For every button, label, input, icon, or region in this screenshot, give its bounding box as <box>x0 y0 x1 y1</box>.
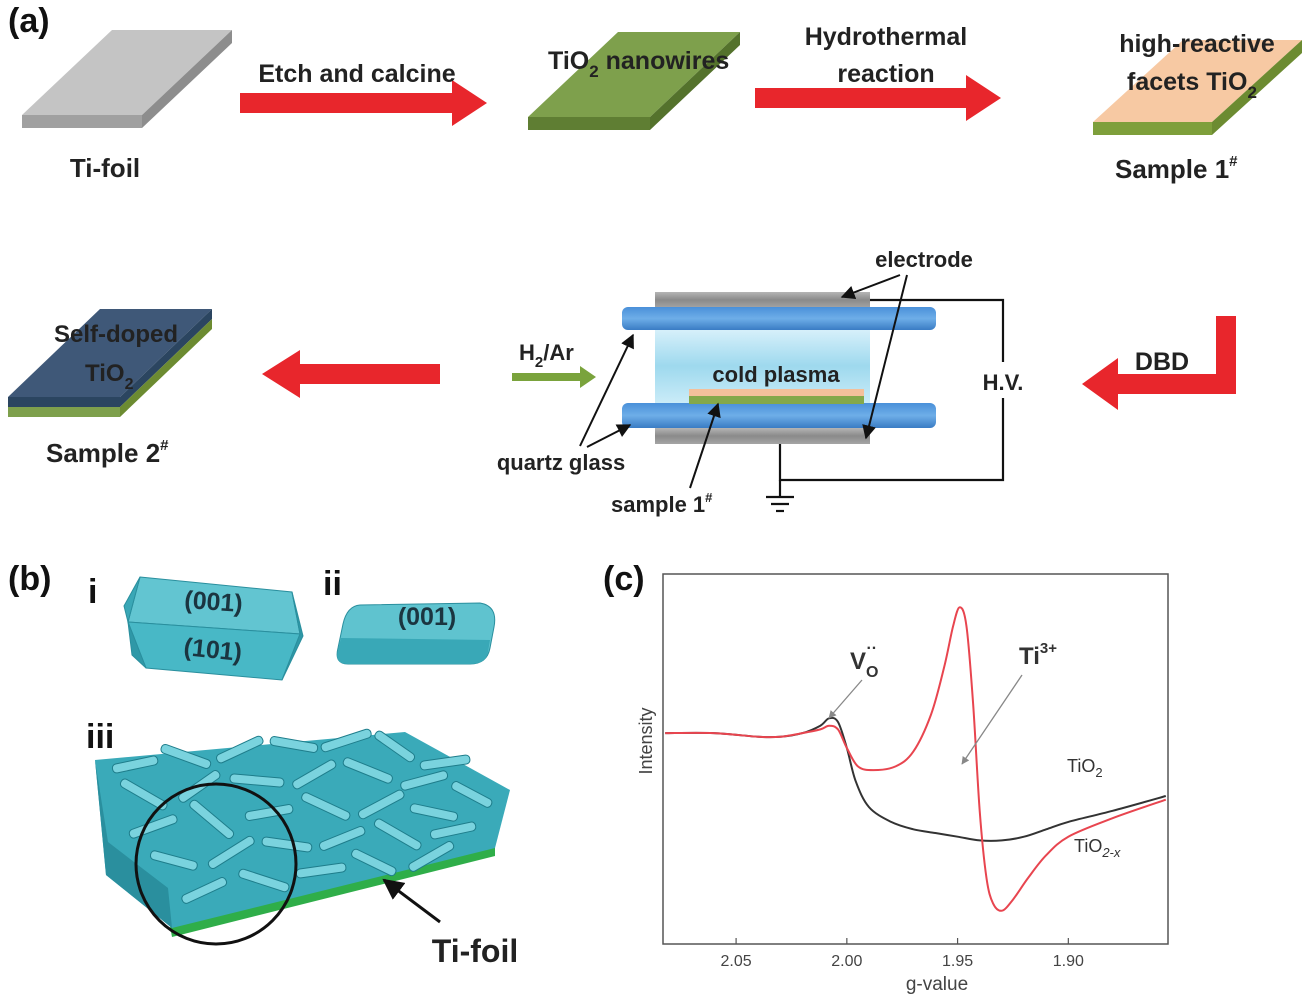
crystal-i <box>123 576 304 681</box>
plot-frame <box>662 573 1169 945</box>
ti-foil-plate <box>22 30 232 128</box>
series-lines <box>665 606 1167 912</box>
facets-label-line1: high-reactive <box>1119 30 1275 58</box>
y-axis-label: Intensity <box>636 707 656 774</box>
series-line-tio2 <box>665 716 1167 842</box>
facets-plate <box>1093 40 1302 135</box>
x-tick-label: 2.05 <box>721 953 752 970</box>
top-quartz-plate <box>622 307 936 330</box>
hydrothermal-arrow <box>755 75 1001 121</box>
hv-circuit <box>766 298 1005 513</box>
x-axis-label: g-value <box>906 974 968 995</box>
x-tick-label: 1.95 <box>942 953 973 970</box>
quartz-label: quartz glass <box>497 450 625 475</box>
etch-label: Etch and calcine <box>258 60 455 88</box>
panel-c-label: (c) <box>603 560 645 598</box>
tio2-series-label: TiO2 <box>1067 756 1103 780</box>
epr-chart: 2.05 2.00 1.95 1.90 Intensity g-value <box>636 573 1169 995</box>
ti3-pointer <box>961 674 1023 765</box>
x-tick-label: 2.00 <box>831 953 862 970</box>
selfdoped-plate <box>8 309 212 417</box>
facet-001-label: (001) <box>183 586 243 618</box>
hv-label: H.V. <box>983 370 1024 395</box>
facets-label-line2: facets TiO2 <box>1127 68 1257 102</box>
panel-a-label: (a) <box>8 2 50 40</box>
nanowires-label: TiO2 nanowires <box>548 47 729 81</box>
bottom-electrode <box>655 428 870 444</box>
bottom-quartz-plate <box>622 403 936 428</box>
series-line-tio2-x <box>665 606 1167 912</box>
top-electrode <box>655 292 870 308</box>
nanostructure-film <box>95 728 510 937</box>
sample1-label: Sample 1# <box>1115 153 1238 184</box>
gas-inlet-arrow <box>512 366 596 388</box>
cold-plasma-label: cold plasma <box>712 362 840 387</box>
crystal-ii <box>336 602 496 665</box>
electrode-label: electrode <box>875 247 973 272</box>
nanowires-plate <box>528 32 740 130</box>
quartz-pointers <box>579 333 634 448</box>
dbd-label: DBD <box>1135 348 1189 376</box>
selfdoped-label-line1: Self-doped <box>54 321 178 348</box>
selfdoped-label-line2: TiO2 <box>85 360 134 393</box>
x-tick-label: 1.90 <box>1053 953 1084 970</box>
sample-layer-bottom <box>689 396 864 404</box>
electrode-pointers <box>840 274 908 440</box>
ti-foil-b-label: Ti-foil <box>432 933 519 969</box>
ti-foil-label: Ti-foil <box>70 153 140 183</box>
result-arrow <box>262 350 440 398</box>
ti3-annotation: Ti3+ <box>1019 640 1057 670</box>
highlight-circle <box>134 782 298 946</box>
sample2-label: Sample 2# <box>46 437 169 468</box>
vo-pointer <box>828 679 863 719</box>
sample1-pointer <box>689 402 721 489</box>
hydrothermal-label-line1: Hydrothermal <box>805 23 968 51</box>
facet-101-label: (101) <box>182 633 243 667</box>
subpanel-i-label: i <box>88 573 97 611</box>
gas-label: H2/Ar <box>519 340 574 371</box>
hydrothermal-label-line2: reaction <box>837 60 934 88</box>
vo-annotation: VO·· <box>850 640 878 681</box>
facet-001-b-label: (001) <box>398 603 456 631</box>
nanorods <box>111 728 493 904</box>
ti-foil-pointer <box>382 878 441 924</box>
dbd-arrow <box>1082 316 1236 410</box>
sample1-small-label: sample 1# <box>611 490 713 517</box>
x-ticks: 2.05 2.00 1.95 1.90 <box>721 938 1084 970</box>
subpanel-ii-label: ii <box>323 565 342 603</box>
etch-arrow <box>240 80 487 126</box>
tio2x-series-label: TiO2-x <box>1074 836 1121 860</box>
panel-b-label: (b) <box>8 560 51 598</box>
subpanel-iii-label: iii <box>86 718 114 756</box>
sample-layer-top <box>689 389 864 396</box>
